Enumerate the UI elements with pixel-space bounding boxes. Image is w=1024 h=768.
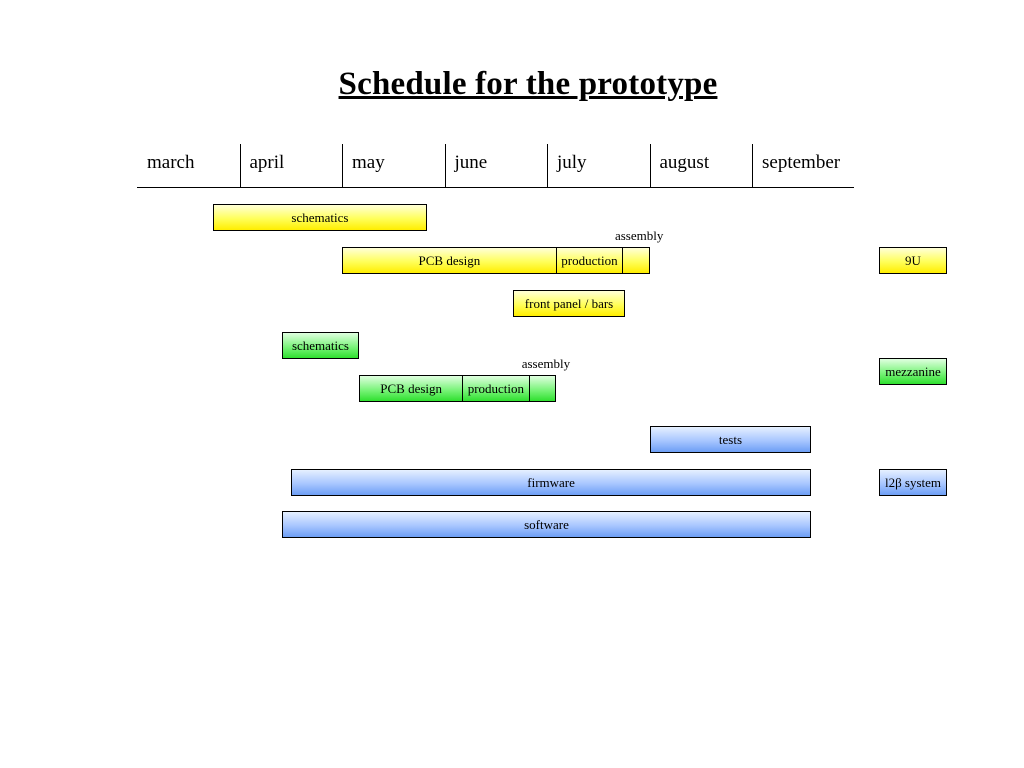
month-label-september: september <box>762 152 841 173</box>
group-label-text: mezzanine <box>880 359 946 384</box>
group-label: l2β system <box>879 469 947 496</box>
month-axis-line <box>137 187 854 188</box>
group-label-text: l2β system <box>880 470 946 495</box>
task-schematics: schematics <box>282 333 359 358</box>
month-label-july: july <box>557 152 587 173</box>
month-divider <box>445 144 446 187</box>
month-divider <box>650 144 651 187</box>
task-pcb-design: PCB design <box>360 376 462 401</box>
month-label-march: march <box>147 152 195 173</box>
task-production: production <box>461 376 529 401</box>
assembly-note: assembly <box>521 356 571 371</box>
task-software: software <box>282 512 811 537</box>
task-tests: tests <box>650 427 811 452</box>
month-label-april: april <box>249 152 285 173</box>
task-bar: tests <box>649 426 812 453</box>
month-divider <box>547 144 548 187</box>
task-schematics: schematics <box>213 205 427 230</box>
task-assembly <box>528 376 556 401</box>
assembly-note: assembly <box>614 228 664 243</box>
task-bar: schematics <box>212 204 428 231</box>
task-bar: firmware <box>290 469 812 496</box>
task-bar: front panel / bars <box>513 290 625 317</box>
month-divider <box>342 144 343 187</box>
group-label: mezzanine <box>879 358 947 385</box>
task-pcb-design: PCB design <box>343 248 556 273</box>
group-label: 9U <box>879 247 947 274</box>
task-front-panel-bars: front panel / bars <box>514 291 624 316</box>
month-divider <box>240 144 241 187</box>
month-label-june: june <box>454 152 488 173</box>
month-label-may: may <box>352 152 385 173</box>
task-bar: software <box>281 511 812 538</box>
chart-title: Schedule for the prototype <box>338 66 718 102</box>
task-assembly <box>622 248 649 273</box>
month-label-august: august <box>659 152 710 173</box>
task-production: production <box>555 248 623 273</box>
month-divider <box>752 144 753 187</box>
task-firmware: firmware <box>291 470 811 495</box>
task-bar: schematics <box>281 332 360 359</box>
group-label-text: 9U <box>880 248 946 273</box>
